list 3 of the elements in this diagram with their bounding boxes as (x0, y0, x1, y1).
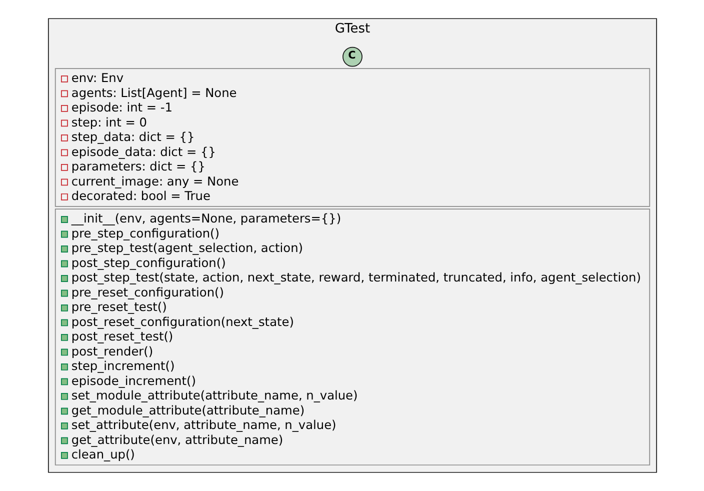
node-box: env: Env agents: List[Agent] = None episode: int = -1 step: int = 0 step_data: dict = {} episode_data: dict = {} parameters: dict = {} current_image: any = None decorated: bool = True (54, 68, 650, 207)
node-circle: C (342, 46, 362, 67)
node-box: __init__(env, agents=None, parameters={}) pre_step_configuration() pre_step_test(agent_selection, action) post_step_configuration() post_step_test(state, action, next_state, reward, terminated, truncated, info, agent_selection) pre_reset_configuration() pre_reset_test() post_reset_configuration(next_state) post_reset_test() post_render() step_increment() episode_increment() set_module_attribute(attribute_name, n_value) get_module_attribute(attribute_name) set_attribute(env, attribute_name, n_value) get_attribute(env, attribute_name) clean_up() (54, 208, 650, 466)
